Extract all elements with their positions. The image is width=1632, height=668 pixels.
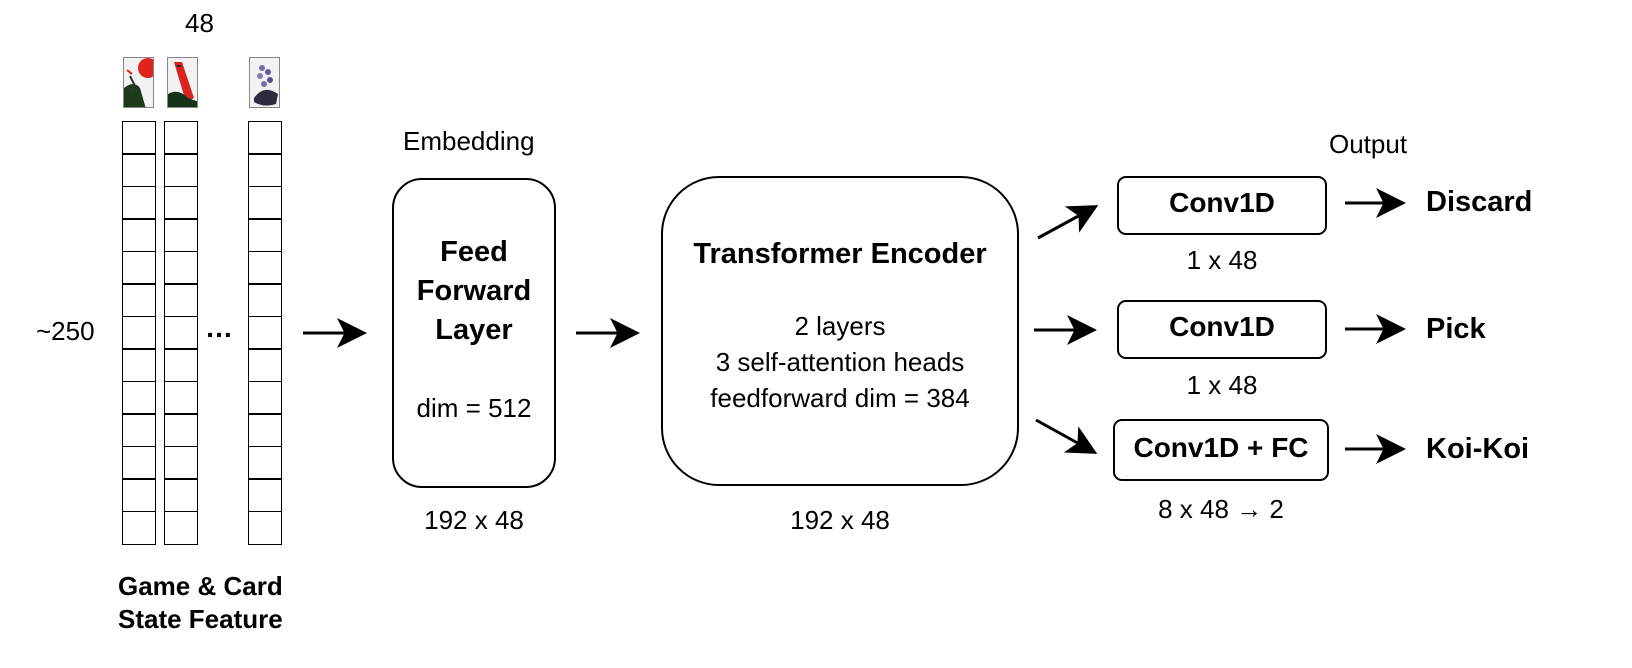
feature-column-48 <box>248 120 282 545</box>
encoder-feedforward-dim: feedforward dim = 384 <box>710 383 970 413</box>
feature-title-line2: State Feature <box>118 604 283 634</box>
embedding-shape-label: 192 x 48 <box>424 505 524 535</box>
output-head-pick-shape: 1 x 48 <box>1186 370 1258 400</box>
output-head-pick-box <box>1117 300 1327 359</box>
encoder-layers: 2 layers <box>794 311 886 341</box>
feed-forward-dim: dim = 512 <box>416 393 532 423</box>
hanafuda-sun-crane-card-icon <box>123 57 154 108</box>
output-pick-label: Pick <box>1426 313 1486 345</box>
output-header: Output <box>1329 129 1408 159</box>
feed-forward-title-line1: Feed <box>440 236 508 268</box>
feed-forward-title-line2: Forward <box>416 275 532 307</box>
encoder-shape-label: 192 x 48 <box>790 505 890 535</box>
output-head-koikoi-box <box>1113 419 1329 481</box>
output-discard-label: Discard <box>1426 186 1533 218</box>
feature-title-line1: Game & Card <box>118 571 283 601</box>
arrow-encoder-to-discard-head <box>1037 205 1099 240</box>
embedding-header: Embedding <box>403 126 535 156</box>
hanafuda-wisteria-card-icon <box>249 57 280 108</box>
output-head-discard-label: Conv1D <box>1169 187 1275 218</box>
output-head-discard-shape: 1 x 48 <box>1186 245 1258 275</box>
feature-count-label: 48 <box>185 8 214 38</box>
arrow-encoder-to-koikoi-head <box>1035 418 1098 454</box>
output-head-discard-box <box>1117 176 1327 235</box>
feature-column-2 <box>164 120 198 545</box>
feature-ellipsis: … <box>205 312 233 343</box>
hanafuda-red-ribbon-card-icon <box>167 57 198 108</box>
output-koikoi-label: Koi-Koi <box>1426 433 1530 465</box>
feature-side-count-label: ~250 <box>36 316 95 346</box>
feature-column-1 <box>122 120 156 545</box>
feed-forward-layer-box <box>392 178 556 488</box>
output-head-koikoi-label: Conv1D + FC <box>1133 432 1309 463</box>
feed-forward-title-line3: Layer <box>435 314 513 346</box>
output-head-pick-label: Conv1D <box>1169 311 1275 342</box>
encoder-attention-heads: 3 self-attention heads <box>715 347 965 377</box>
transformer-encoder-box <box>661 176 1019 486</box>
transformer-encoder-title: Transformer Encoder <box>693 238 987 270</box>
output-head-koikoi-shape: 8 x 48 → 2 <box>1158 494 1284 524</box>
